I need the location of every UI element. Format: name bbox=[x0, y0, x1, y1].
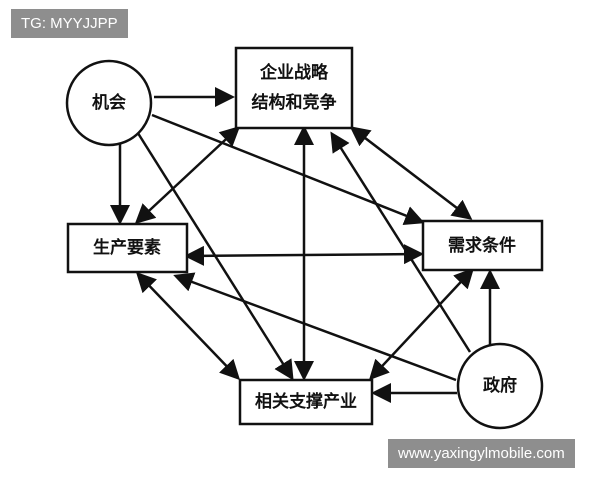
connections bbox=[110, 87, 500, 403]
factor-box bbox=[66, 222, 189, 274]
government-label: 政府 bbox=[483, 375, 517, 396]
arrow-strategy-factor bbox=[134, 125, 241, 225]
related-box bbox=[238, 378, 374, 426]
related-label: 相关支撑产业 bbox=[255, 391, 357, 412]
arrow-factor-demand bbox=[184, 244, 424, 266]
node-factor: 生产要素 bbox=[66, 222, 189, 274]
chance-label: 机会 bbox=[92, 92, 126, 113]
arrow-government-to-factor bbox=[173, 272, 457, 382]
node-chance: 机会 bbox=[65, 59, 153, 147]
watermark-top-left: TG: MYYJJPP bbox=[11, 9, 128, 38]
arrow-government-to-strategy bbox=[330, 131, 472, 353]
factor-label: 生产要素 bbox=[93, 237, 161, 258]
arrow-chance-to-demand bbox=[151, 113, 425, 226]
watermark-bottom-right: www.yaxingylmobile.com bbox=[388, 439, 575, 468]
chance-circle bbox=[65, 59, 153, 147]
node-related: 相关支撑产业 bbox=[238, 378, 374, 426]
strategy-box bbox=[234, 46, 354, 130]
node-demand: 需求条件 bbox=[421, 219, 544, 272]
demand-box bbox=[421, 219, 544, 272]
arrow-demand-related bbox=[368, 267, 475, 381]
node-government: 政府 bbox=[456, 342, 544, 430]
demand-label: 需求条件 bbox=[448, 235, 516, 256]
strategy-label-line2: 结构和竞争 bbox=[252, 92, 337, 113]
government-circle bbox=[456, 342, 544, 430]
arrow-strategy-demand bbox=[349, 126, 473, 220]
strategy-label-line1: 企业战略 bbox=[259, 62, 329, 83]
arrow-factor-related bbox=[135, 271, 241, 381]
node-strategy: 企业战略 结构和竞争 bbox=[234, 46, 354, 130]
